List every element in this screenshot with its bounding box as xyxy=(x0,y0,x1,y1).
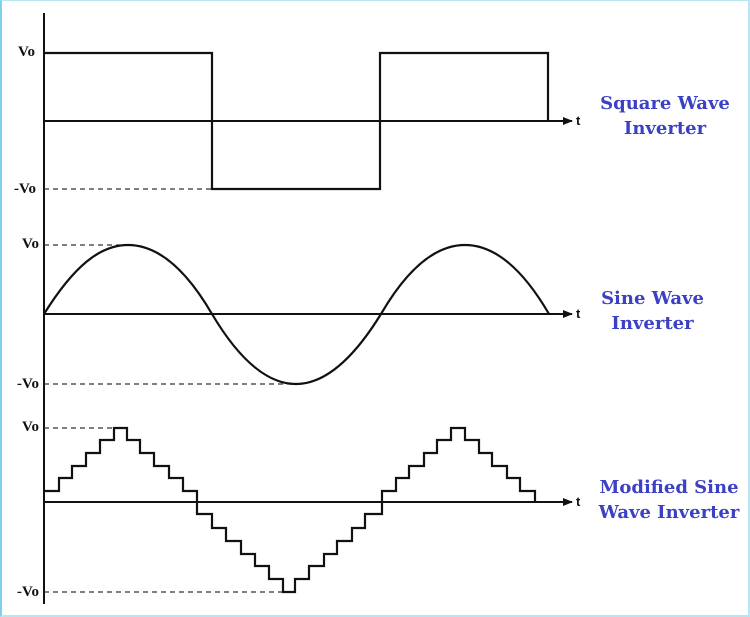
square-t-label: t xyxy=(576,113,581,128)
square-wave-panel xyxy=(44,51,573,191)
sine-vpos-label: Vo xyxy=(22,236,39,252)
square-caption-line1: Square Wave xyxy=(600,93,730,114)
sine-wave-panel xyxy=(43,243,573,386)
square-wave-trace xyxy=(44,51,550,191)
modified-caption-line1: Modified Sine xyxy=(599,477,739,498)
sine-wave-caption: Sine Wave Inverter xyxy=(585,286,720,336)
modified-vpos-label: Vo xyxy=(22,419,39,435)
sine-caption-line2: Inverter xyxy=(611,313,694,334)
modified-sine-trace xyxy=(44,426,537,594)
sine-t-label: t xyxy=(576,306,581,321)
square-caption-line2: Inverter xyxy=(623,118,707,139)
square-vneg-label: -Vo xyxy=(14,181,36,197)
modified-caption-line2: Wave Inverter xyxy=(598,502,740,523)
sine-wave-trace xyxy=(43,243,550,386)
modified-sine-caption: Modified Sine Wave Inverter xyxy=(590,475,748,525)
modified-sine-panel xyxy=(44,426,573,594)
square-vpos-label: Vo xyxy=(18,44,35,60)
sine-caption-line1: Sine Wave xyxy=(601,288,704,309)
square-wave-caption: Square Wave Inverter xyxy=(590,91,740,141)
modified-t-label: t xyxy=(576,494,581,509)
sine-vneg-label: -Vo xyxy=(17,376,39,392)
modified-vneg-label: -Vo xyxy=(17,584,39,600)
